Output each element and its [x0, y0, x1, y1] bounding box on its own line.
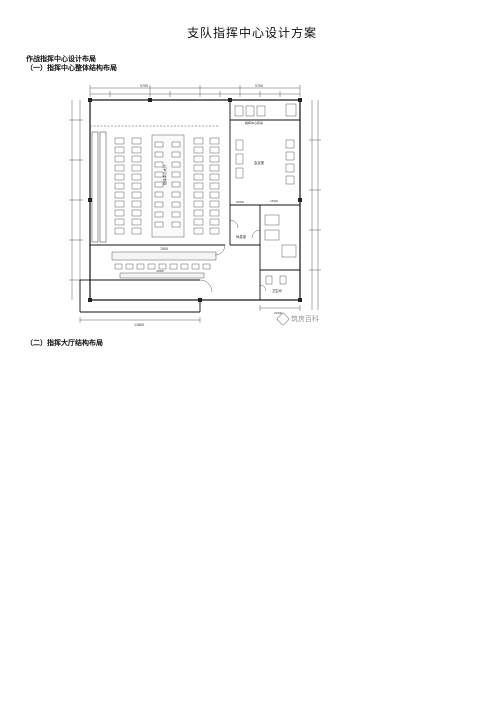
rest-room-label: 休息室 [236, 234, 247, 239]
dim-front-row: 3000 [156, 269, 164, 273]
section-heading: 作战指挥中心设计布局 [26, 55, 96, 63]
watermark: 筑房百科 [275, 311, 319, 327]
meeting-furniture [235, 139, 295, 185]
hall-room-label: 指挥中心大厅 [162, 164, 167, 185]
wc-fixtures [265, 275, 287, 285]
rest-room-furniture [264, 214, 297, 258]
equipment-racks [234, 103, 297, 117]
watermark-logo-icon [275, 311, 291, 327]
interior-walls [90, 100, 300, 300]
document-title: 支队指挥中心设计方案 [186, 26, 317, 40]
dimension-lines-bottom [79, 305, 301, 323]
dim-mid-value: 2000 [236, 200, 244, 204]
dimension-lines-right [309, 100, 321, 310]
dimension-lines-top [89, 85, 301, 97]
front-seating-row [111, 251, 217, 279]
floor-plan-drawing: 5700 5700 [69, 84, 321, 327]
subsection-heading-1: （一）指挥中心整体结构布局 [26, 64, 117, 72]
dim-bottom-total: 11800 [134, 323, 144, 327]
watermark-text: 筑房百科 [291, 315, 319, 323]
equipment-room-label: 指挥中心机房 [245, 120, 263, 125]
dimension-lines-left [69, 100, 83, 300]
wc-label: 卫生间 [272, 288, 282, 293]
dim-lower-value: 1500 [270, 199, 278, 203]
entrance-walls [79, 279, 201, 313]
subsection-heading-2: （二）指挥大厅结构布局 [26, 339, 103, 347]
door-swings [199, 219, 267, 293]
structural-columns [88, 98, 302, 302]
meeting-room-label: 会议室 [254, 160, 265, 165]
dim-right-side: 2200 [274, 311, 282, 315]
dim-hall-width: 7000 [160, 247, 168, 251]
left-wall-cabinets [91, 131, 107, 243]
dim-top-right: 5700 [255, 84, 263, 88]
dim-top-total: 5700 [140, 84, 148, 88]
hall-desks [114, 134, 220, 238]
